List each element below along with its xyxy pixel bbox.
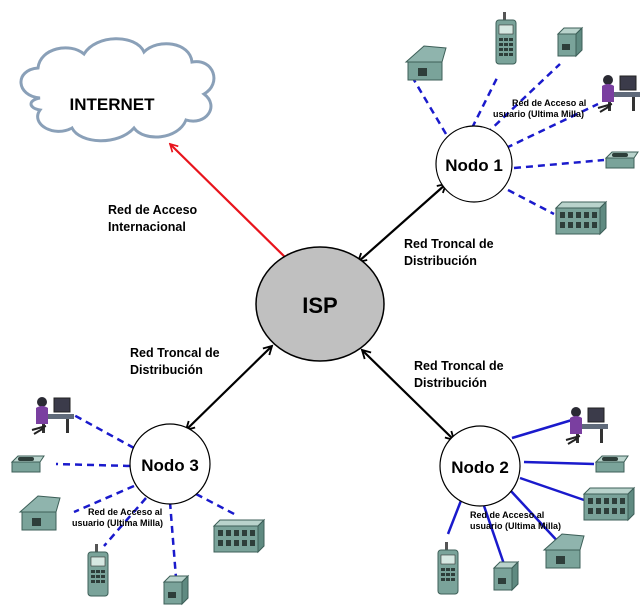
desk-phone-icon (604, 151, 639, 169)
access-link (480, 499, 508, 571)
user-workstation-icon (565, 407, 608, 445)
access-label-nodo2-line1: Red de Acceso al (470, 510, 544, 520)
access-link (446, 497, 464, 535)
access-link (103, 497, 147, 547)
access-label-nodo3-line2: usuario (Ultima Milla) (72, 518, 163, 528)
access-link (168, 501, 178, 579)
access-link (470, 75, 500, 129)
access-link (523, 460, 595, 466)
trunk-label-nodo1-line2: Distribución (404, 254, 477, 268)
nodo1-label: Nodo 1 (445, 156, 503, 175)
access-link (73, 484, 135, 514)
international-label-line1: Red de Acceso (108, 203, 198, 217)
building-icon (554, 200, 608, 236)
trunk-label-nodo2-line1: Red Troncal de (414, 359, 504, 373)
house-icon (404, 45, 447, 81)
nodo2-label: Nodo 2 (451, 458, 509, 477)
access-link (71, 412, 135, 450)
cell-phone-icon (495, 12, 517, 65)
access-link (513, 158, 605, 170)
internet-cloud (19, 37, 216, 143)
nodo2-circle (439, 425, 521, 507)
access-links-nodo1 (412, 63, 605, 216)
access-link (519, 476, 585, 502)
house-icon (542, 533, 585, 569)
access-link (412, 79, 448, 135)
access-link (485, 63, 561, 135)
nodo3-circle (129, 423, 211, 505)
terminal-box-icon (162, 574, 190, 606)
terminal-box-icon (492, 560, 520, 592)
user-workstation-icon (597, 75, 640, 113)
access-link (511, 418, 573, 440)
trunk-link-nodo2 (362, 350, 454, 440)
access-label-nodo1-line1: Red de Acceso al (512, 98, 586, 108)
isp-node (255, 246, 385, 362)
access-link (507, 188, 555, 216)
trunk-label-nodo3-line1: Red Troncal de (130, 346, 220, 360)
isp-label: ISP (302, 293, 337, 318)
international-access-link (170, 144, 290, 262)
trunk-link-nodo1 (358, 184, 446, 262)
building-icon (212, 518, 266, 554)
user-workstation-icon (31, 397, 74, 435)
trunk-link-nodo3 (186, 346, 272, 430)
access-label-nodo2-line2: usuario (Ultima Milla) (470, 521, 561, 531)
trunk-label-nodo1-line1: Red Troncal de (404, 237, 494, 251)
nodo3-label: Nodo 3 (141, 456, 199, 475)
access-links-nodo3 (55, 412, 239, 579)
access-label-nodo1-line2: usuario (Ultima Milla) (493, 109, 584, 119)
access-link (195, 492, 239, 518)
nodo1-circle (435, 125, 513, 203)
cell-phone-icon (87, 544, 109, 597)
trunk-label-nodo3-line2: Distribución (130, 363, 203, 377)
international-label-line2: Internacional (108, 220, 186, 234)
access-label-nodo3-line1: Red de Acceso al (88, 507, 162, 517)
terminal-box-icon (556, 26, 584, 58)
access-link (55, 462, 131, 468)
house-icon (18, 495, 61, 531)
access-link (509, 489, 563, 547)
access-links-nodo2 (446, 418, 595, 571)
desk-phone-icon (10, 455, 45, 473)
access-link (505, 102, 599, 150)
cell-phone-icon (437, 542, 459, 595)
desk-phone-icon (594, 455, 629, 473)
building-icon (582, 486, 636, 522)
trunk-label-nodo2-line2: Distribución (414, 376, 487, 390)
internet-label: INTERNET (70, 95, 156, 114)
